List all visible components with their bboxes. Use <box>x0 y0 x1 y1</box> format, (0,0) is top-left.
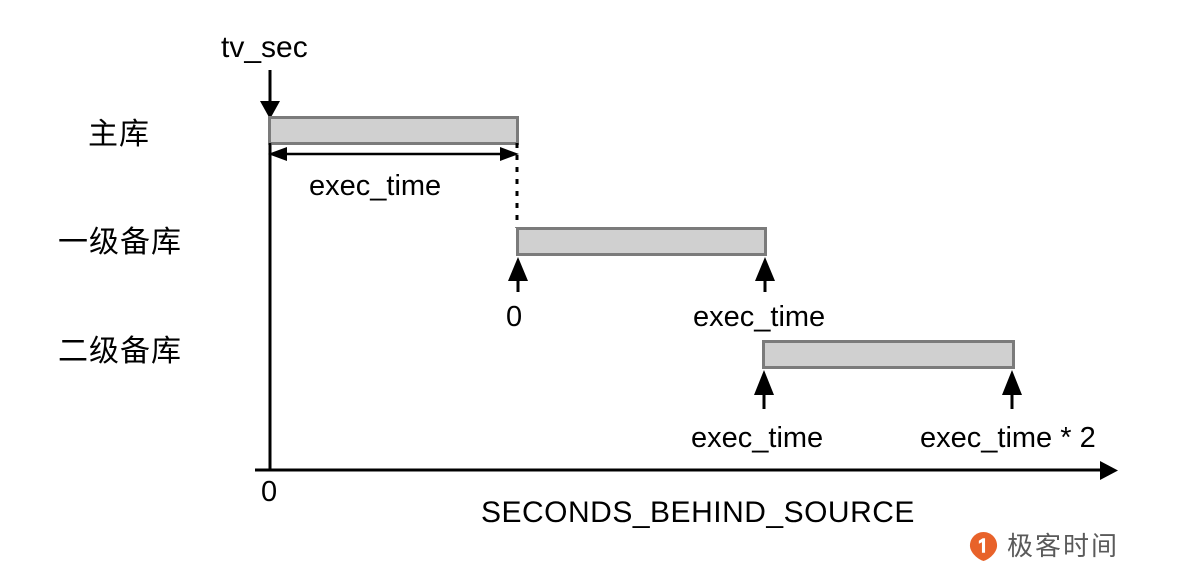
measure-arrowhead-left-icon <box>268 147 287 161</box>
x-axis-arrowhead-icon <box>1100 461 1118 480</box>
row2-arrow-left-head-icon <box>508 257 528 281</box>
tv-sec-label: tv_sec <box>221 31 308 64</box>
watermark: 极客时间 <box>968 531 1119 562</box>
bar-replica-level-1 <box>516 227 767 256</box>
bar-replica-level-2 <box>762 340 1015 369</box>
bar-primary <box>268 116 519 145</box>
origin-tick-label: 0 <box>261 476 278 508</box>
measure-arrowhead-right-icon <box>500 147 519 161</box>
exec-time-label-primary: exec_time <box>309 170 442 202</box>
exec-time-label-replica-level-2-start: exec_time <box>691 422 824 454</box>
row-label-primary: 主库 <box>88 118 150 151</box>
x-axis-title: SECONDS_BEHIND_SOURCE <box>481 496 915 529</box>
watermark-text: 极客时间 <box>1007 531 1120 562</box>
zero-label-replica-level-1: 0 <box>506 301 523 333</box>
exec-time-label-replica-level-1: exec_time <box>693 301 826 333</box>
row3-arrow-left-head-icon <box>754 370 774 395</box>
row2-arrow-right-head-icon <box>755 257 775 281</box>
row3-arrow-right-head-icon <box>1002 370 1022 395</box>
row-label-replica-level-2: 二级备库 <box>58 335 182 368</box>
geektime-logo-icon <box>968 531 999 562</box>
row-label-replica-level-1: 一级备库 <box>58 226 182 259</box>
tv-sec-arrowhead-icon <box>260 101 280 119</box>
exec-time-label-replica-level-2-end: exec_time * 2 <box>920 422 1096 454</box>
